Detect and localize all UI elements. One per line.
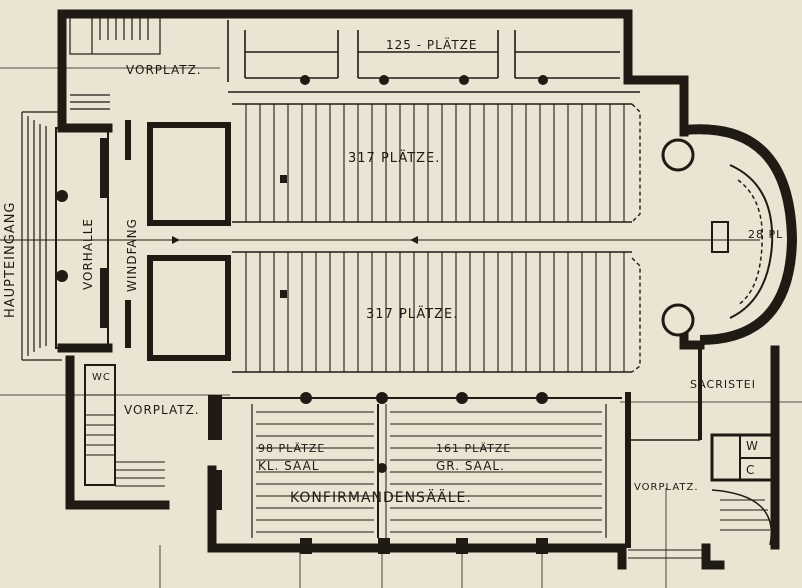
- label-forecourt-right: VORPLATZ.: [634, 482, 699, 493]
- apse-column-bottom: [661, 303, 695, 337]
- label-porch: VORHALLE: [81, 218, 95, 290]
- right-rooms: [625, 345, 774, 559]
- label-forecourt-left: VORPLATZ.: [124, 403, 200, 417]
- label-gallery-seats: 125 - PLÄTZE: [386, 37, 477, 52]
- porch-structure: [21, 111, 131, 361]
- label-nave-seats-upper: 317 PLÄTZE.: [348, 150, 440, 166]
- nave-marker-upper: [280, 175, 287, 183]
- upper-nave-pews: [147, 103, 641, 226]
- lower-nave-pews: [147, 251, 641, 373]
- porch-column-bottom: [56, 270, 68, 282]
- label-room-w: W: [746, 439, 759, 453]
- label-large-hall: GR. SAAL.: [436, 459, 505, 473]
- label-apse-seats: 28 PL: [748, 228, 783, 241]
- label-wc: WC: [92, 372, 111, 383]
- confirmation-halls: [222, 397, 622, 538]
- apse-column-top: [661, 138, 695, 172]
- label-sacristy: SACRISTEI: [690, 378, 756, 391]
- apse-wall: [683, 124, 798, 345]
- hall-columns: [300, 392, 548, 473]
- stair-bottom-left: [84, 364, 222, 510]
- nave-marker-lower: [280, 290, 287, 298]
- label-large-hall-seats: 161 PLÄTZE: [436, 442, 511, 455]
- gallery-columns: [300, 75, 548, 85]
- grid-lines: [0, 67, 802, 588]
- apse-inner-arc: [729, 164, 774, 319]
- stair-top-left: [69, 13, 161, 110]
- gallery-benches: [227, 20, 640, 93]
- porch-column-top: [56, 190, 68, 202]
- label-confirmation-rooms: KONFIRMANDENSÄÄLE.: [290, 488, 472, 506]
- label-nave-seats-lower: 317 PLÄTZE.: [366, 306, 458, 322]
- label-room-c: C: [746, 463, 755, 477]
- label-small-hall: KL. SAAL: [258, 459, 319, 473]
- axis-arrows: [172, 236, 418, 244]
- label-windbreak: WINDFANG: [125, 218, 139, 292]
- label-entrance: HAUPTEINGANG: [3, 201, 18, 318]
- label-forecourt-top: VORPLATZ.: [126, 63, 202, 77]
- bottom-wall-piers: [300, 538, 548, 554]
- altar: [711, 221, 729, 253]
- label-small-hall-seats: 98 PLÄTZE: [258, 442, 325, 455]
